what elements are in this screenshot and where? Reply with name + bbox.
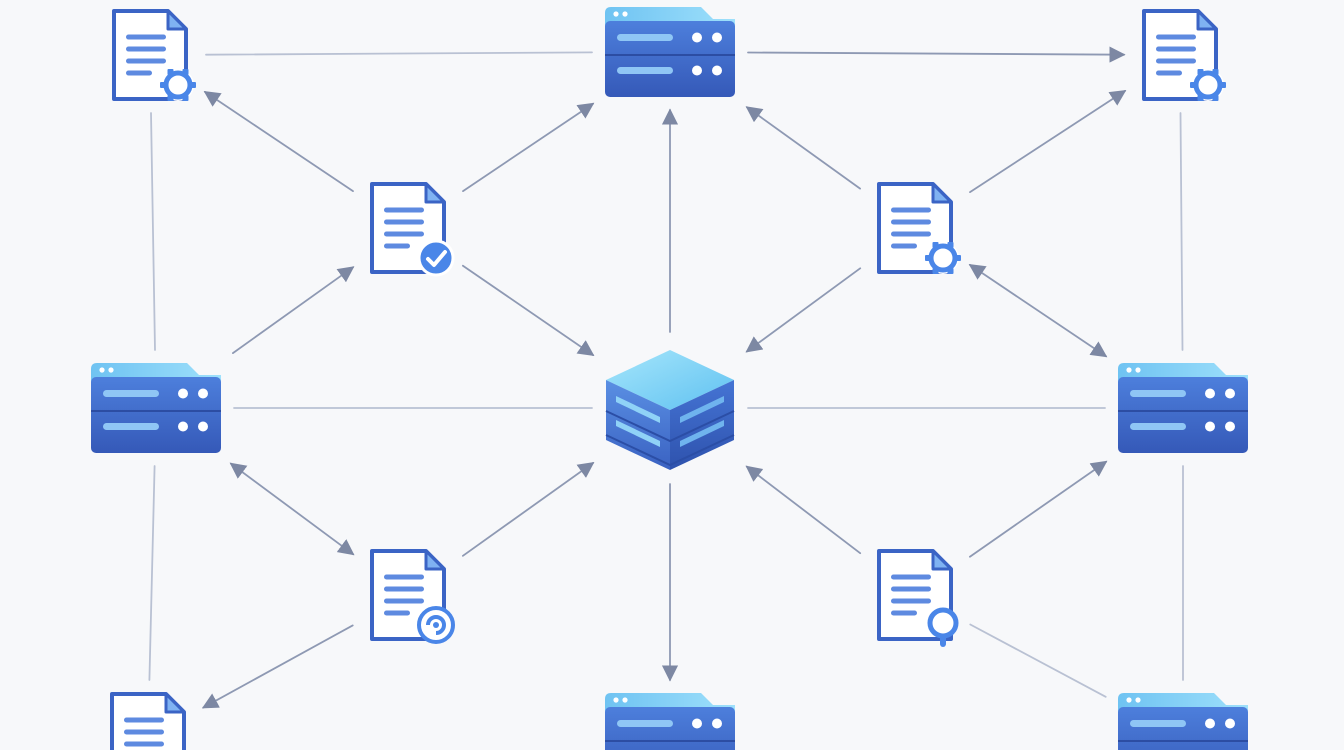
document-gear-icon: [1142, 9, 1226, 101]
connector-doc-upper-right-to-hub-center: [745, 267, 862, 353]
server-top-center[interactable]: [605, 7, 735, 97]
doc-lower-left[interactable]: [370, 549, 455, 644]
document-icon: [110, 692, 186, 750]
server-mid-left[interactable]: [91, 363, 221, 453]
doc-bottom-left[interactable]: [110, 692, 186, 750]
nodes: [91, 7, 1248, 750]
connector-doc-lower-right-to-server-bottom-right: [969, 623, 1107, 698]
connector-doc-upper-right-to-server-top-center: [745, 106, 861, 190]
document-check-icon: [370, 182, 455, 277]
doc-top-right[interactable]: [1142, 9, 1226, 101]
server-icon: [91, 363, 221, 453]
server-icon: [605, 7, 735, 97]
document-search-icon: [877, 549, 959, 647]
connector-server-mid-left-to-doc-bottom-left: [148, 465, 156, 681]
connector-server-top-center-to-doc-top-right: [747, 46, 1126, 63]
connector-doc-lower-left-to-server-mid-left: [229, 462, 355, 556]
doc-lower-right[interactable]: [877, 549, 959, 647]
doc-top-left[interactable]: [112, 9, 196, 101]
connectors: [148, 46, 1184, 709]
server-icon: [1118, 693, 1248, 750]
doc-upper-left[interactable]: [370, 182, 455, 277]
connector-doc-top-right-to-server-mid-right: [1179, 112, 1184, 351]
connector-doc-upper-left-to-server-top-center: [462, 102, 595, 193]
connector-doc-lower-right-to-hub-center: [745, 465, 862, 555]
server-icon: [1118, 363, 1248, 453]
hub-center[interactable]: [605, 350, 735, 470]
connector-doc-top-left-to-server-mid-left: [150, 112, 156, 351]
document-gear-icon: [112, 9, 196, 101]
database-cube-icon: [605, 350, 735, 470]
connector-server-mid-right-to-doc-upper-right: [968, 263, 1108, 358]
connector-doc-lower-left-to-doc-bottom-left: [201, 624, 354, 709]
connector-server-mid-left-to-doc-upper-left: [231, 266, 355, 355]
connector-doc-top-left-to-server-top-center: [205, 51, 593, 56]
connector-doc-upper-left-to-hub-center: [461, 264, 595, 357]
connector-doc-lower-right-to-server-mid-right: [969, 460, 1108, 558]
server-mid-right[interactable]: [1118, 363, 1248, 453]
server-bottom-right[interactable]: [1118, 693, 1248, 750]
doc-upper-right[interactable]: [877, 182, 961, 274]
document-gear-icon: [877, 182, 961, 274]
document-sync-icon: [370, 549, 455, 644]
server-bottom-center[interactable]: [605, 693, 735, 750]
connector-doc-lower-left-to-hub-center: [461, 461, 595, 557]
connector-doc-upper-right-to-doc-top-right: [969, 90, 1127, 194]
server-icon: [605, 693, 735, 750]
connector-doc-upper-left-to-doc-top-left: [203, 90, 354, 193]
